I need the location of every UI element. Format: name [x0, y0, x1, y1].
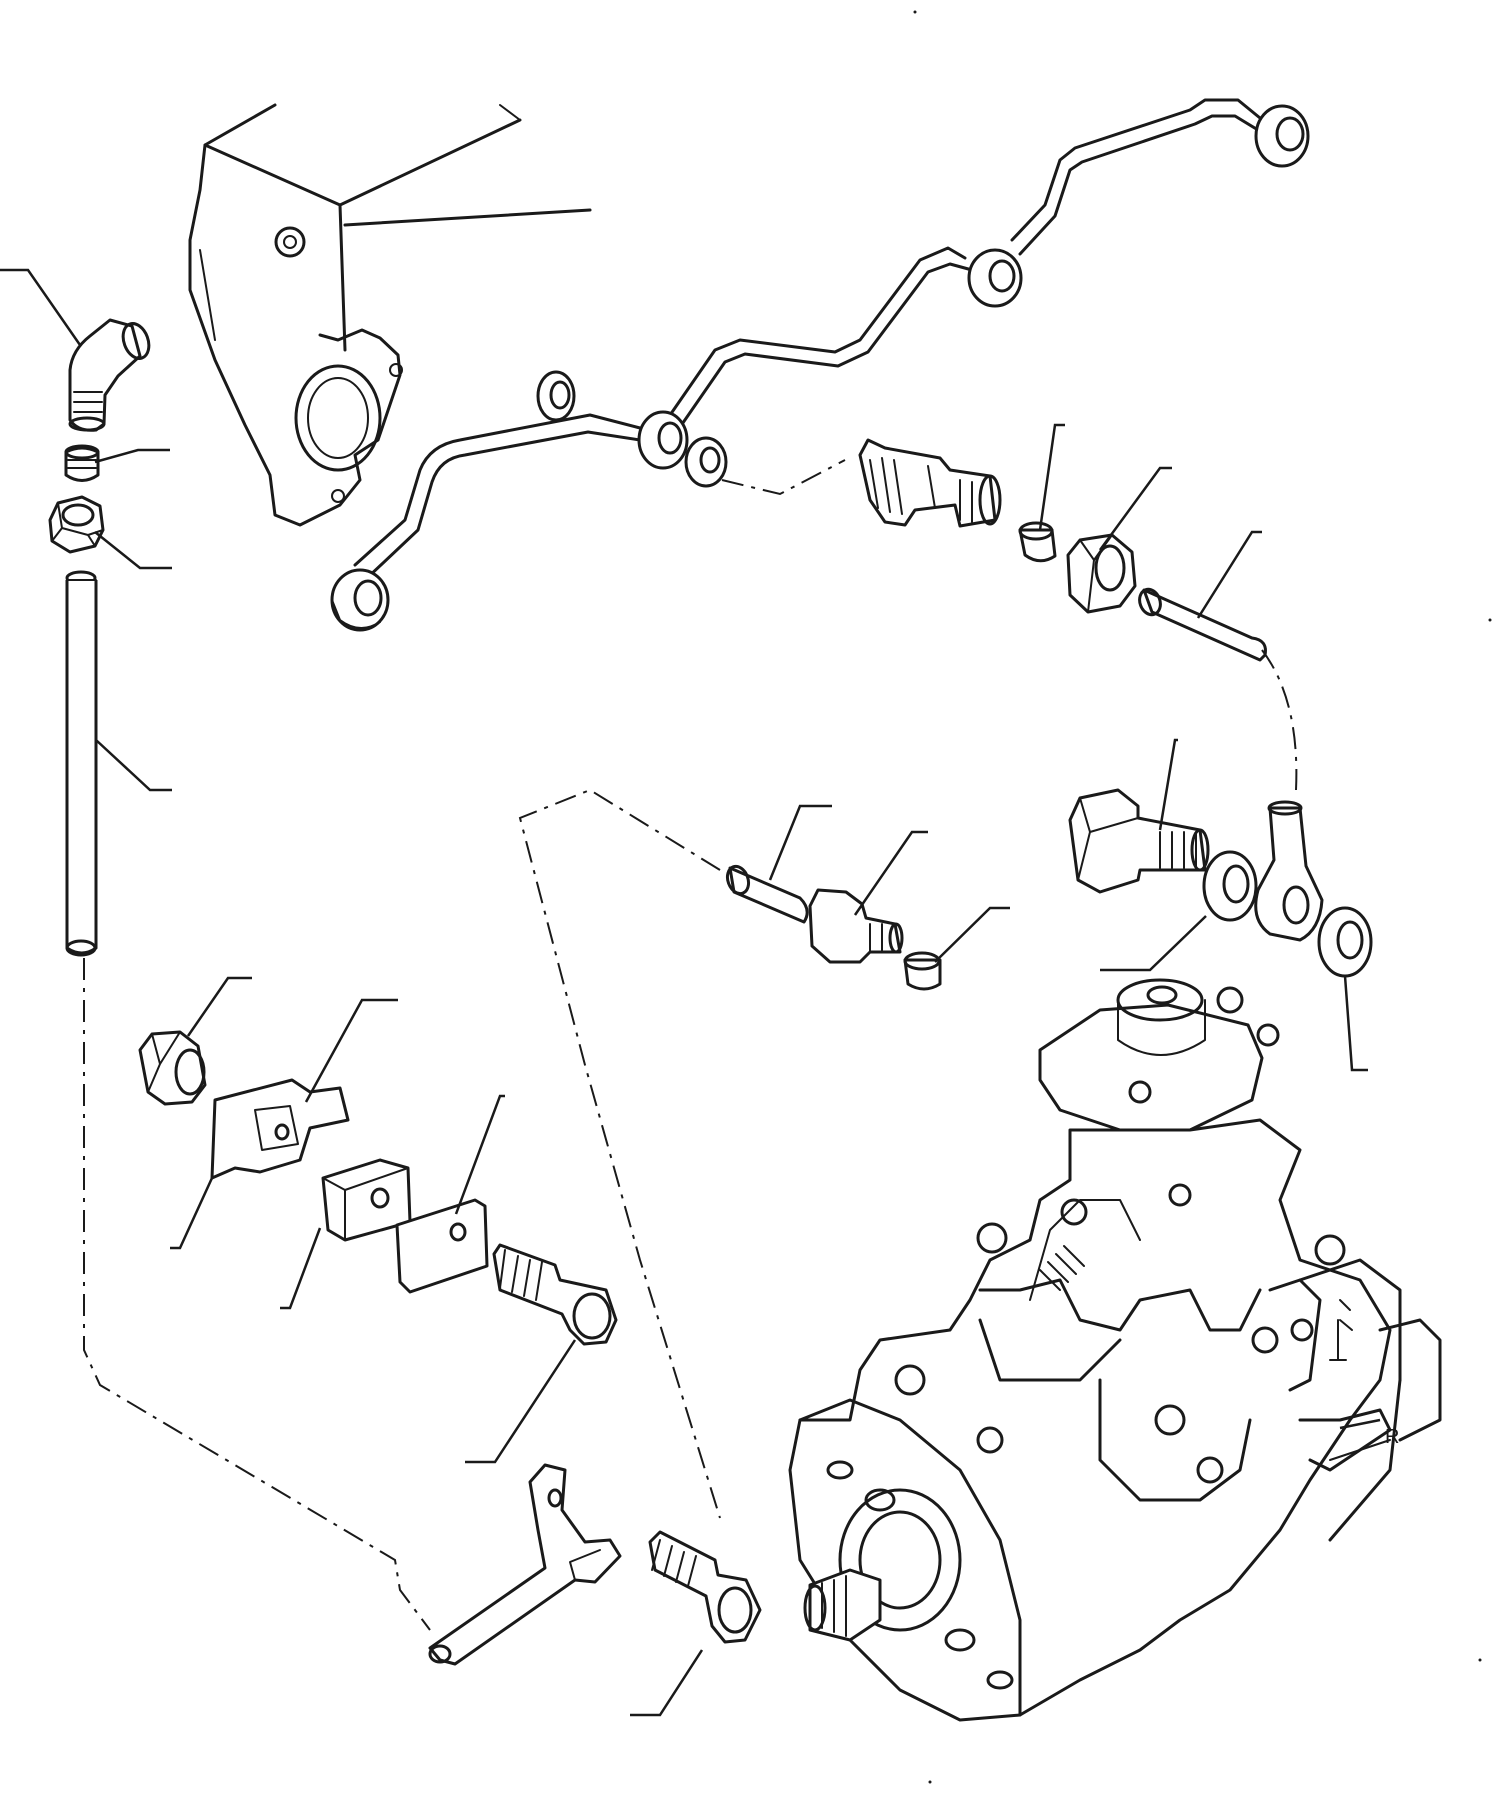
intake-manifold [188, 103, 592, 527]
connector-nipple [64, 444, 100, 482]
assembly-centerline-1 [721, 459, 846, 496]
elbow-hose-fitting [68, 318, 151, 432]
banjo-fitting [1254, 800, 1324, 942]
banjo-bolt-top [858, 438, 1002, 528]
hex-nut-left [48, 495, 105, 554]
stray-mark [913, 10, 917, 14]
sleeve-middle [725, 864, 809, 924]
banjo-washer-1 [1202, 850, 1258, 922]
sealing-washer-2 [684, 436, 728, 488]
clamp-bracket [210, 1078, 350, 1180]
spacer-small-middle [903, 951, 942, 991]
banjo-washer-2 [1317, 906, 1373, 978]
leader-lines [0, 268, 1381, 1717]
pipe-eye-end-1 [330, 568, 390, 632]
adapter-fitting [808, 888, 904, 964]
clamp-plate [395, 1198, 489, 1294]
assembly-centerline-2 [1261, 649, 1298, 791]
stop-lever [428, 1463, 622, 1666]
sealing-washer-1 [536, 370, 576, 422]
flange-bolt-middle [492, 1243, 618, 1346]
linkage-centerline [83, 958, 431, 1631]
rod-left [65, 570, 98, 957]
stray-mark [1478, 1658, 1482, 1662]
pipe-eye-end-2 [637, 410, 689, 470]
banjo-bolt-large [1068, 788, 1210, 894]
pipe-eye-end-3 [967, 248, 1023, 308]
assembly-centerline-3 [518, 788, 721, 1519]
manifold-port [294, 364, 382, 472]
fuel-injection-pump [788, 978, 1442, 1722]
fuel-injection-pipe [330, 98, 1310, 632]
pipe-eye-end-4 [1254, 104, 1310, 168]
stray-mark [928, 1780, 932, 1784]
edge-partial-text: R [1385, 1426, 1399, 1448]
hex-nut-right [1066, 533, 1137, 614]
spacer-small-top [1018, 521, 1057, 563]
flange-bolt-lower [648, 1530, 762, 1644]
tube-piece-right [1138, 587, 1267, 662]
stray-mark [1488, 618, 1492, 622]
manifold-bolt-hole-icon [274, 226, 306, 258]
plug-bolt [138, 1030, 207, 1106]
